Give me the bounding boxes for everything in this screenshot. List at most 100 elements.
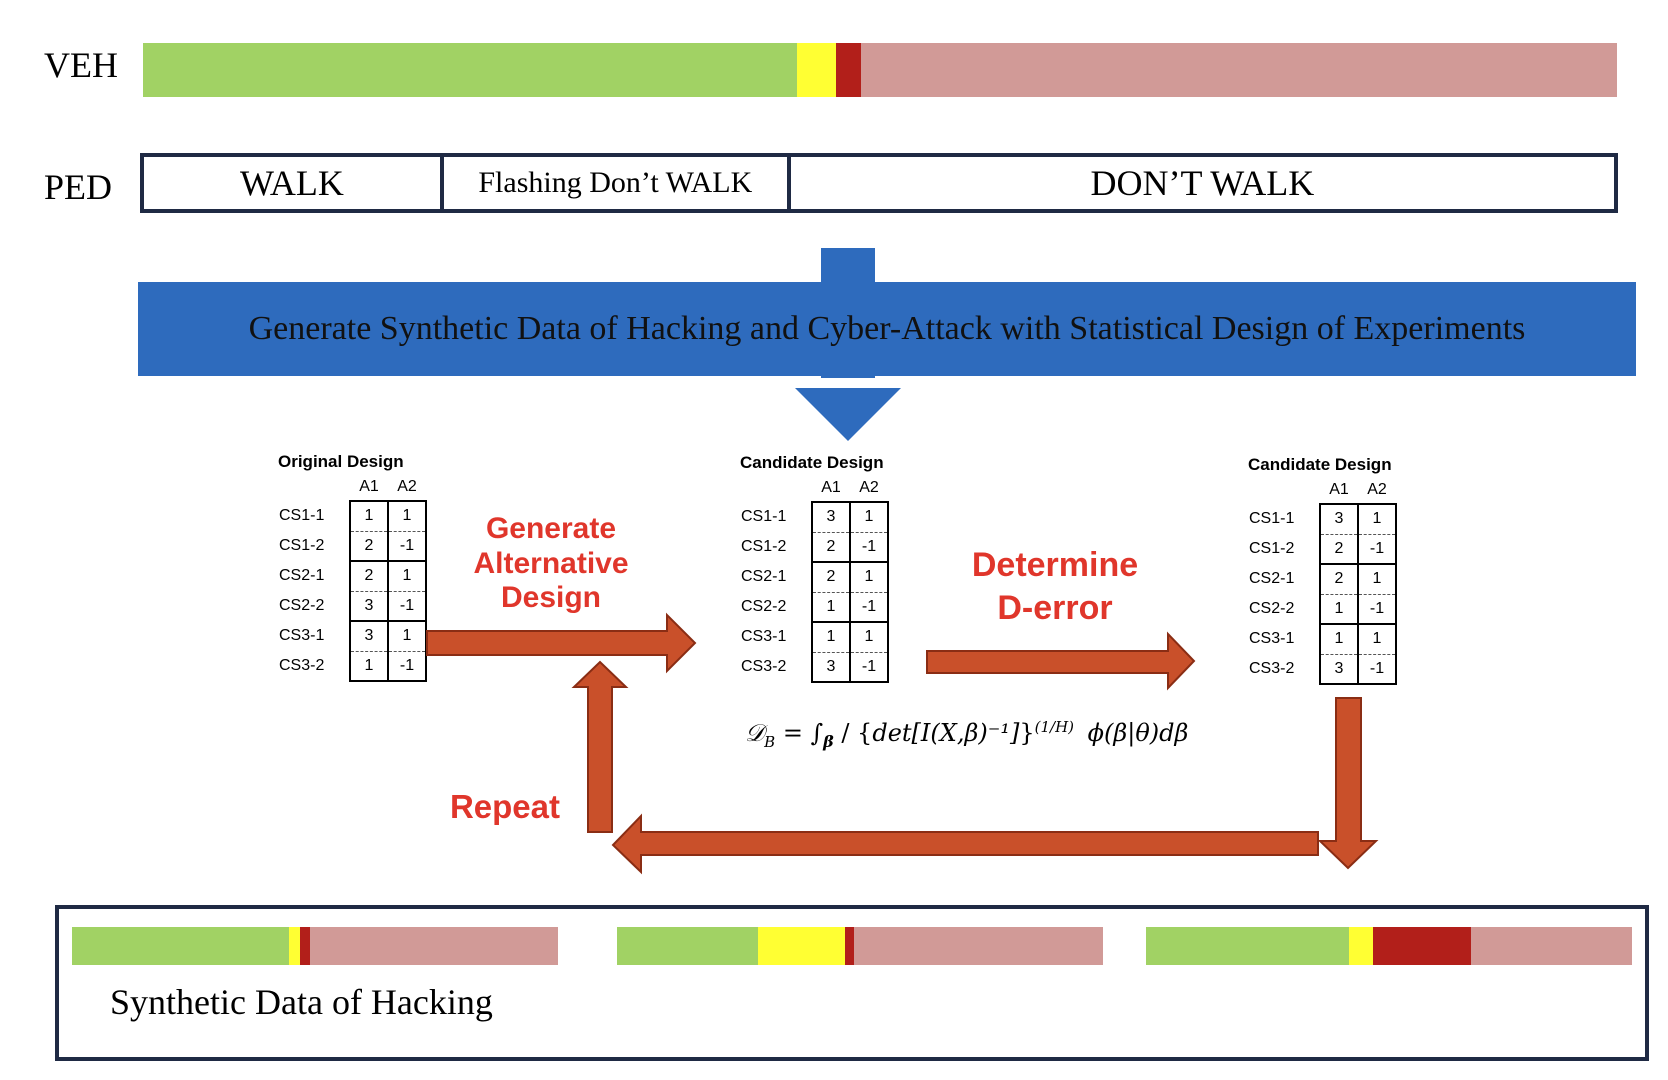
design-title: Original Design bbox=[278, 452, 404, 471]
synthetic-3-phase-green bbox=[1146, 927, 1350, 965]
process-banner: Generate Synthetic Data of Hacking and C… bbox=[138, 282, 1636, 376]
cell-a1: 2 bbox=[811, 531, 851, 562]
column-header: A1 bbox=[359, 478, 379, 495]
determine-line-2: D-error bbox=[997, 588, 1113, 627]
synthetic-bar-1 bbox=[72, 927, 558, 965]
cell-a1: 3 bbox=[1319, 653, 1359, 685]
synthetic-1-phase-yellow bbox=[288, 927, 301, 965]
row-label: CS1-2 bbox=[279, 537, 325, 554]
cell-a2: 1 bbox=[387, 500, 427, 531]
down-arrow bbox=[1317, 697, 1379, 870]
table-row: CS1-2 2-1 bbox=[1248, 533, 1397, 564]
repeat-step-label: Repeat bbox=[449, 788, 561, 825]
cell-a1: 3 bbox=[349, 590, 389, 621]
synthetic-1-phase-green bbox=[72, 927, 289, 965]
arrow-head bbox=[795, 388, 901, 441]
cell-a2: -1 bbox=[387, 590, 427, 621]
cell-a2: 1 bbox=[849, 561, 889, 592]
synthetic-3-phase-red-clearance bbox=[1373, 927, 1471, 965]
column-header: A2 bbox=[859, 479, 879, 496]
cell-a1: 1 bbox=[349, 500, 389, 531]
generate-line-2: Alternative bbox=[473, 546, 629, 580]
cell-a2: -1 bbox=[1357, 533, 1397, 564]
synthetic-3-phase-yellow bbox=[1349, 927, 1374, 965]
design-title: Candidate Design bbox=[1248, 455, 1392, 474]
row-label: CS1-1 bbox=[1249, 510, 1295, 527]
ped-phase-2: Flashing Don’t WALK bbox=[444, 157, 791, 209]
cell-a1: 3 bbox=[811, 651, 851, 683]
veh-label: VEH bbox=[44, 45, 118, 85]
formula-lhs: 𝒟 bbox=[745, 719, 765, 747]
synthetic-bar-2 bbox=[617, 927, 1103, 965]
row-label: CS1-2 bbox=[1249, 540, 1295, 557]
formula-tail: ϕ(β|θ)dβ bbox=[1087, 719, 1189, 747]
row-label: CS3-1 bbox=[741, 628, 787, 645]
table-row: CS1-2 2-1 bbox=[740, 531, 889, 562]
cell-a1: 3 bbox=[811, 501, 851, 532]
cell-a1: 2 bbox=[1319, 563, 1359, 594]
cell-a1: 2 bbox=[811, 561, 851, 592]
cell-a2: -1 bbox=[849, 651, 889, 683]
determine-arrow bbox=[926, 631, 1196, 691]
synthetic-3-phase-red bbox=[1470, 927, 1632, 965]
row-label: CS2-2 bbox=[279, 597, 325, 614]
cell-a2: 1 bbox=[387, 560, 427, 591]
generate-step-label: Generate Alternative Design bbox=[446, 512, 656, 616]
row-label: CS1-1 bbox=[741, 508, 787, 525]
ped-label: PED bbox=[44, 167, 113, 207]
cell-a2: 1 bbox=[849, 501, 889, 532]
generate-line-3: Design bbox=[500, 581, 602, 614]
d-error-formula: 𝒟B = ∫β / {det[I(X,β)⁻¹]}(1/H) ϕ(β|θ)dβ bbox=[745, 718, 1189, 751]
cell-a1: 1 bbox=[811, 621, 851, 652]
cell-a1: 1 bbox=[1319, 623, 1359, 654]
formula-exponent: (1/H) bbox=[1034, 718, 1075, 736]
ped-phase-3: DON’T WALK bbox=[1090, 163, 1315, 203]
banner-text: Generate Synthetic Data of Hacking and C… bbox=[248, 310, 1526, 347]
cell-a1: 1 bbox=[349, 650, 389, 682]
row-label: CS3-1 bbox=[1249, 630, 1295, 647]
cell-a1: 2 bbox=[1319, 533, 1359, 564]
row-label: CS1-1 bbox=[279, 507, 325, 524]
veh-phase-red bbox=[860, 43, 1617, 97]
cell-a2: 1 bbox=[387, 620, 427, 651]
row-label: CS3-2 bbox=[279, 657, 325, 674]
synthetic-2-phase-green bbox=[617, 927, 758, 965]
row-label: CS1-2 bbox=[741, 538, 787, 555]
cell-a1: 3 bbox=[349, 620, 389, 651]
row-label: CS2-2 bbox=[1249, 600, 1295, 617]
cell-a2: -1 bbox=[849, 591, 889, 622]
veh-phase-red-clearance bbox=[835, 43, 861, 97]
cell-a2: -1 bbox=[849, 531, 889, 562]
veh-phase-green bbox=[143, 43, 798, 97]
formula-body: det[I(X,β)⁻¹] bbox=[872, 719, 1020, 747]
cell-a2: 1 bbox=[1357, 563, 1397, 594]
row-label: CS2-1 bbox=[279, 567, 325, 584]
table-row: CS2-2 3-1 bbox=[278, 590, 427, 621]
synthetic-2-phase-yellow bbox=[757, 927, 846, 965]
cell-a1: 3 bbox=[1319, 503, 1359, 534]
veh-phase-yellow bbox=[797, 43, 836, 97]
row-label: CS2-2 bbox=[741, 598, 787, 615]
synthetic-data-box bbox=[55, 905, 1649, 1061]
generate-arrow bbox=[426, 612, 697, 674]
synthetic-1-phase-red bbox=[310, 927, 558, 965]
